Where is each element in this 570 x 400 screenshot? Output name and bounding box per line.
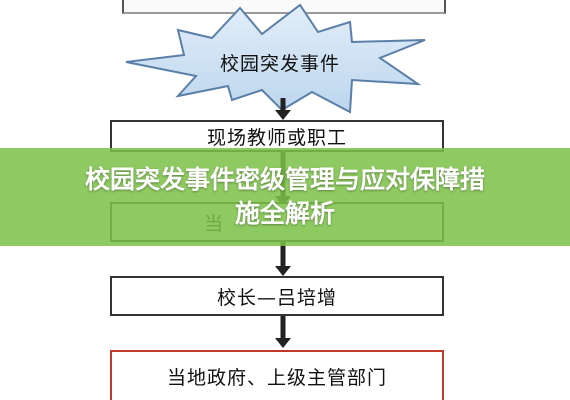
banner-title-line2: 施全解析 xyxy=(234,199,335,228)
burst-shape xyxy=(125,3,426,114)
title-banner: 校园突发事件密级管理与应对保障措 施全解析 xyxy=(0,148,570,246)
step-label: 当地政府、上级主管部门 xyxy=(166,366,387,389)
trigger-event-label: 校园突发事件 xyxy=(219,52,340,75)
step-label: 现场教师或职工 xyxy=(206,126,347,149)
step-label: 校长—吕培增 xyxy=(216,286,337,309)
step-box-principal: 校长—吕培增 xyxy=(110,276,444,316)
step-box-staff: 现场教师或职工 xyxy=(110,120,444,152)
previous-section-strip xyxy=(122,0,446,14)
step-box-authorities: 当地政府、上级主管部门 xyxy=(110,350,444,400)
banner-title-line1: 校园突发事件密级管理与应对保障措 xyxy=(84,165,485,194)
